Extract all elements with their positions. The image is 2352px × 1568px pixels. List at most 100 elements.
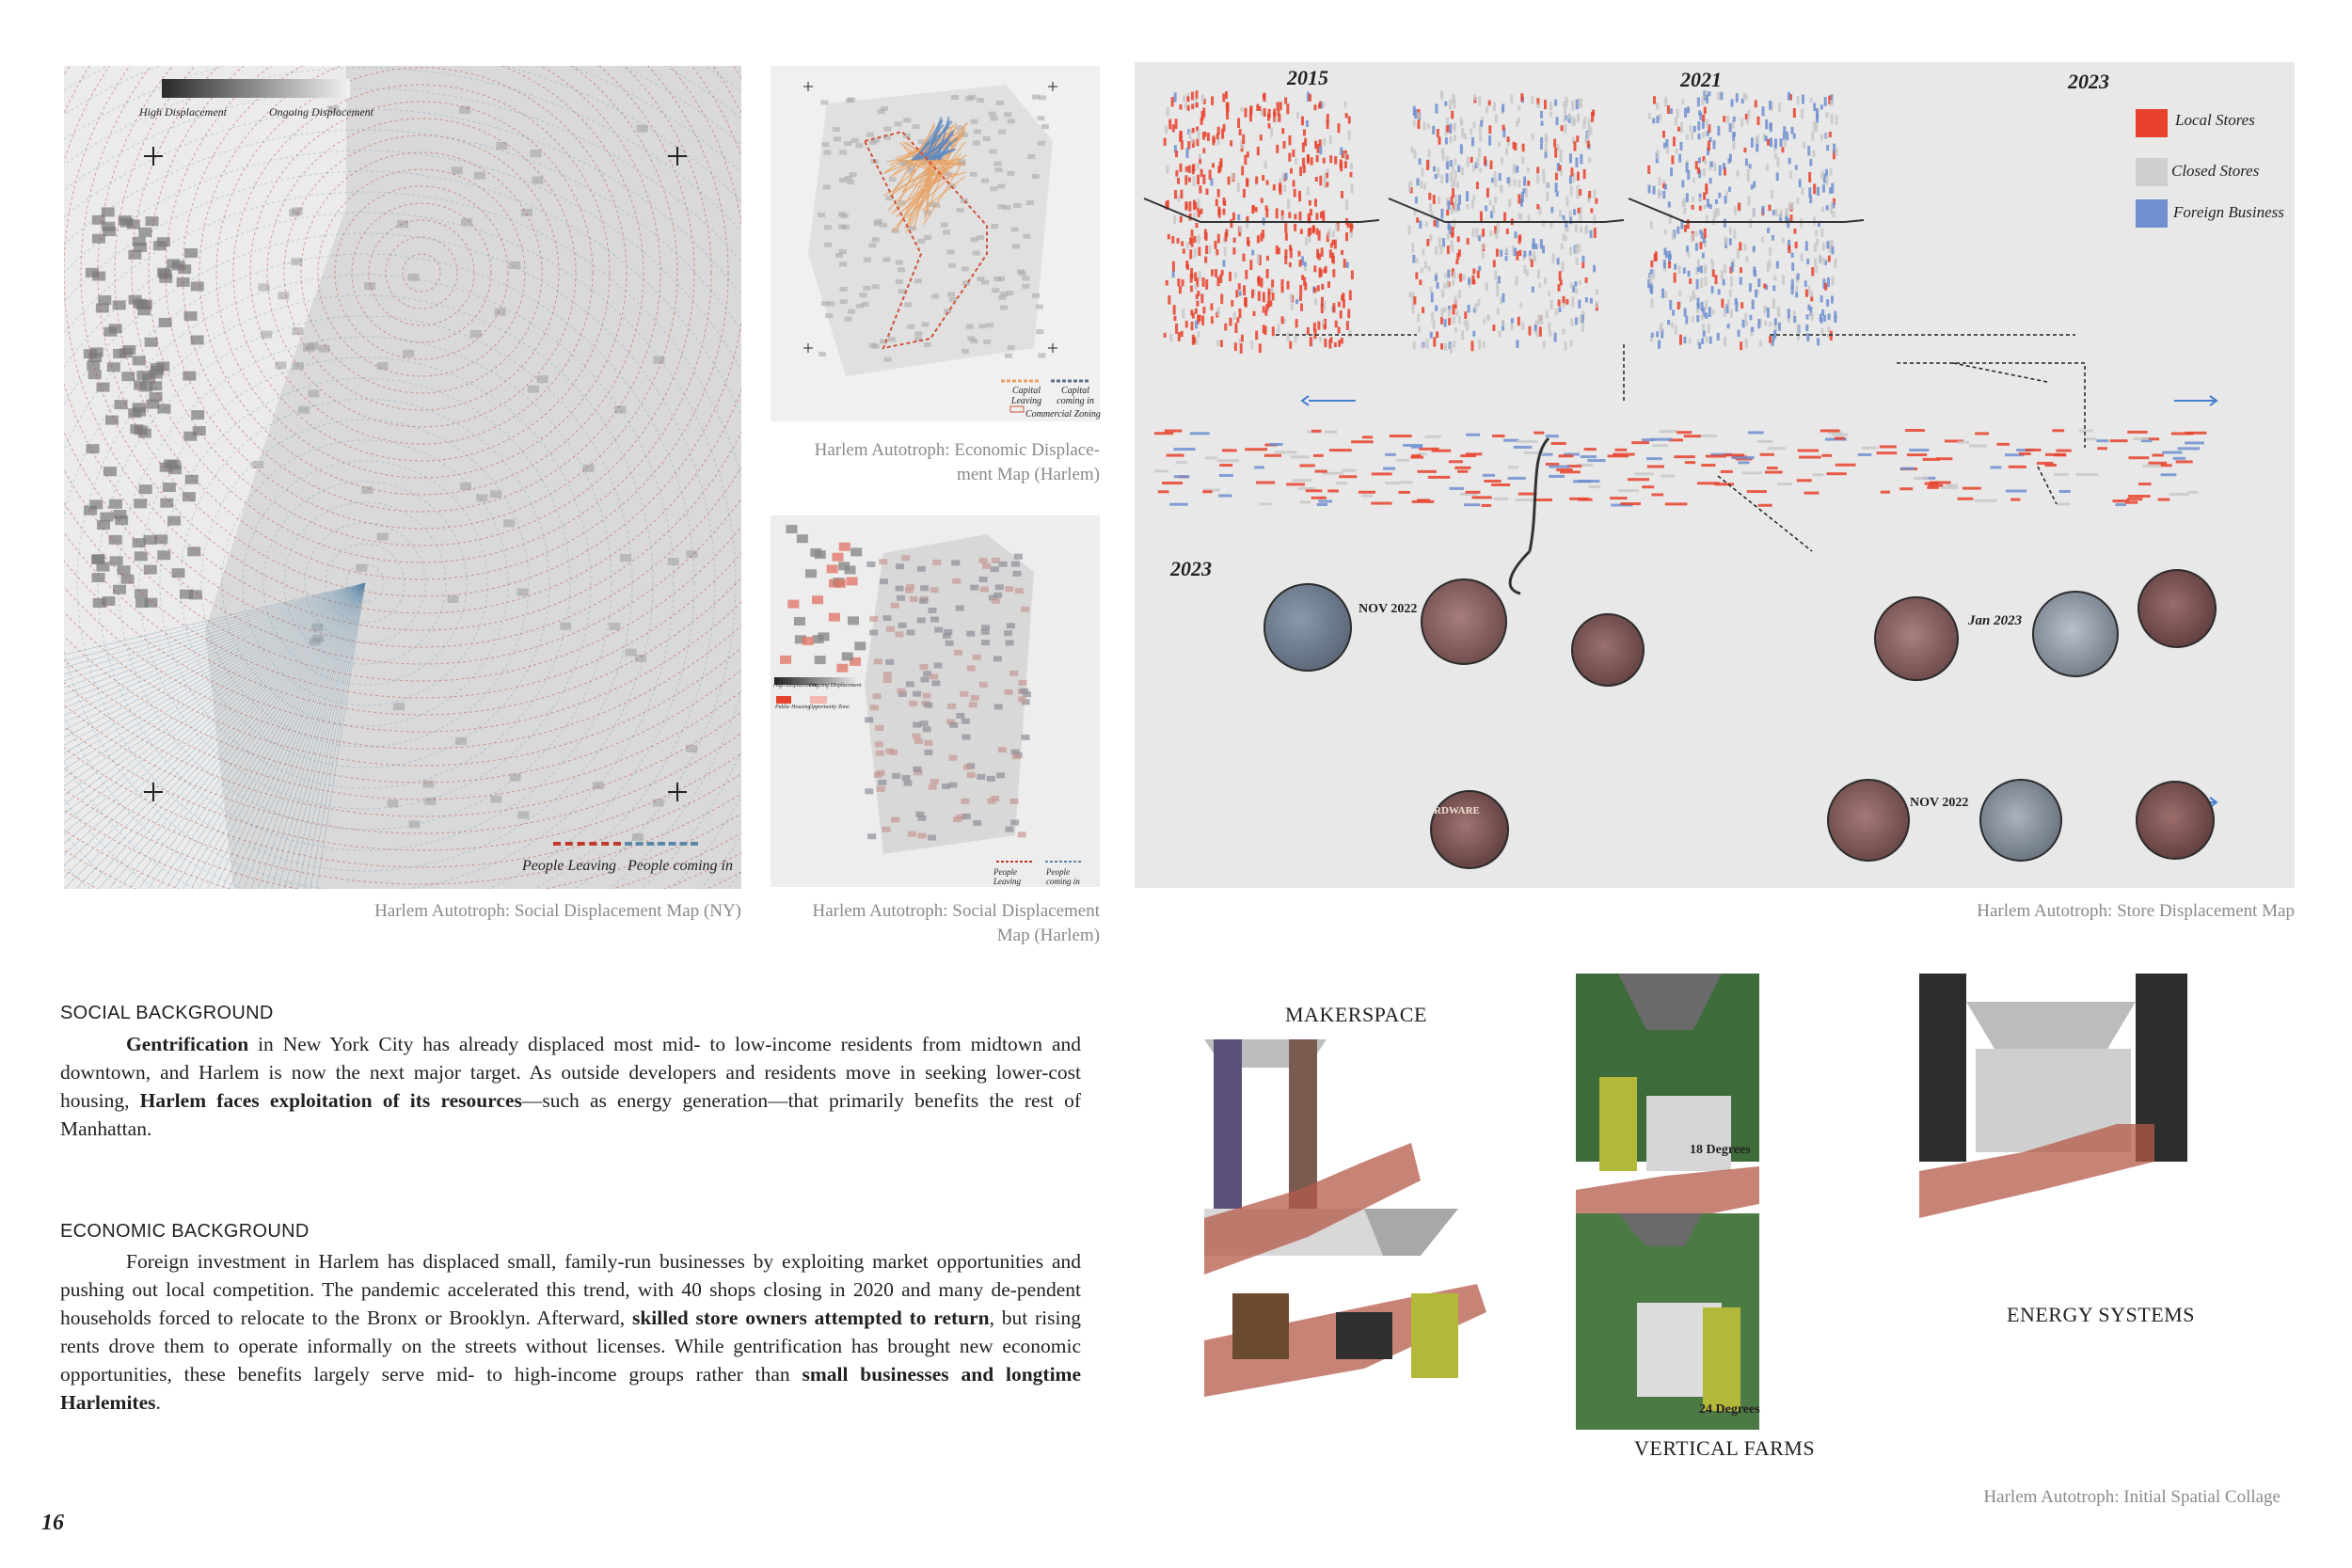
store-mark	[1472, 121, 1476, 129]
store-mark	[1205, 245, 1209, 255]
leaving-ring	[351, 202, 492, 343]
store-mark	[1781, 237, 1785, 244]
store-mark	[1564, 235, 1567, 241]
store-mark	[1664, 502, 1688, 506]
economic-text-1: Foreign investment in Harlem has displac…	[60, 1250, 1081, 1329]
store-mark	[1508, 466, 1519, 469]
block	[881, 106, 889, 112]
store-mark	[1702, 238, 1706, 244]
block	[948, 754, 958, 761]
store-mark	[1502, 293, 1505, 303]
store-mark	[1705, 300, 1708, 310]
store-mark	[1332, 269, 1336, 277]
store-mark	[1729, 276, 1733, 287]
store-mark	[1651, 493, 1664, 497]
store-mark	[1750, 137, 1754, 148]
store-mark	[1184, 175, 1188, 185]
store-mark	[1168, 119, 1172, 130]
block	[924, 702, 933, 708]
store-mark	[1556, 163, 1560, 171]
energy-systems-label: ENERGY SYSTEMS	[2007, 1303, 2195, 1326]
store-mark	[1701, 338, 1705, 345]
store-mark	[1569, 216, 1573, 225]
store-mark	[2185, 441, 2204, 445]
block	[841, 652, 853, 661]
block	[1005, 586, 1014, 593]
block	[823, 150, 832, 155]
store-mark	[1466, 320, 1470, 331]
store-mark	[1310, 157, 1313, 166]
social-text-2: —such as energy generation—that primaril…	[60, 1089, 1081, 1140]
block	[157, 404, 171, 414]
block	[144, 337, 158, 347]
store-mark	[1500, 157, 1503, 165]
block	[191, 410, 205, 420]
store-mark	[1319, 146, 1323, 155]
store-mark	[1277, 247, 1280, 255]
store-mark	[1282, 318, 1286, 325]
store-mark	[1437, 166, 1440, 178]
coming-ray	[236, 582, 366, 889]
store-mark	[1492, 205, 1496, 214]
store-mark	[1708, 203, 1712, 210]
collage-caption: Harlem Autotroph: Initial Spatial Collag…	[1983, 1487, 2280, 1507]
store-mark	[1246, 151, 1249, 158]
store-mark	[1587, 156, 1591, 163]
store-mark	[2157, 498, 2170, 501]
store-mark	[1807, 304, 1811, 310]
store-mark	[1317, 321, 1321, 330]
econ-legend-capital-leaving: Capital Leaving	[1010, 386, 1042, 406]
block	[969, 171, 977, 177]
store-mark	[1344, 232, 1348, 242]
store-mark	[1256, 103, 1260, 111]
block	[814, 550, 826, 560]
harlem-legend-high: High Displacement	[773, 683, 818, 689]
block	[966, 665, 976, 672]
store-mark	[1313, 328, 1317, 340]
block	[953, 816, 962, 823]
store-mark	[1492, 260, 1496, 268]
store-mark	[1683, 225, 1687, 232]
store-mark	[1302, 165, 1306, 173]
store-mark	[1417, 313, 1421, 323]
capital-leaving-line	[889, 152, 951, 197]
store-mark	[1656, 331, 1660, 338]
store-mark	[1670, 167, 1674, 177]
store-mark	[1549, 465, 1570, 468]
store-mark	[1773, 138, 1777, 149]
block	[949, 721, 959, 728]
store-mark	[1794, 165, 1798, 170]
store-mark	[1314, 298, 1318, 306]
store-mark	[1430, 292, 1434, 303]
machine	[1336, 1312, 1392, 1359]
leaving-ring	[283, 135, 560, 411]
block	[686, 744, 698, 752]
block	[961, 266, 969, 272]
store-mark	[1258, 105, 1262, 112]
coming-ray	[64, 582, 366, 746]
store-mark	[1975, 432, 1990, 436]
store-mark	[1791, 262, 1795, 271]
store-mark	[1262, 93, 1265, 100]
block	[802, 636, 814, 645]
store-mark	[1828, 95, 1832, 105]
social-text-1: in New York City has already displaced m…	[60, 1033, 1081, 1112]
store-mark	[1234, 323, 1238, 333]
coming-ring	[76, 294, 654, 872]
store-mark	[1345, 154, 1349, 160]
store-mark	[1450, 208, 1454, 214]
store-mark	[1328, 135, 1332, 144]
store-mark	[1435, 103, 1438, 114]
block	[914, 336, 923, 341]
block	[822, 184, 831, 190]
store-mark	[1301, 157, 1305, 167]
block	[145, 216, 159, 227]
store-mark	[1701, 464, 1716, 467]
block	[914, 331, 923, 337]
store-mark	[1649, 269, 1653, 276]
coming-ring	[138, 356, 592, 810]
store-mark	[1202, 307, 1206, 314]
block	[973, 129, 981, 135]
store-mark	[1743, 148, 1747, 153]
store-mark	[1267, 288, 1271, 295]
